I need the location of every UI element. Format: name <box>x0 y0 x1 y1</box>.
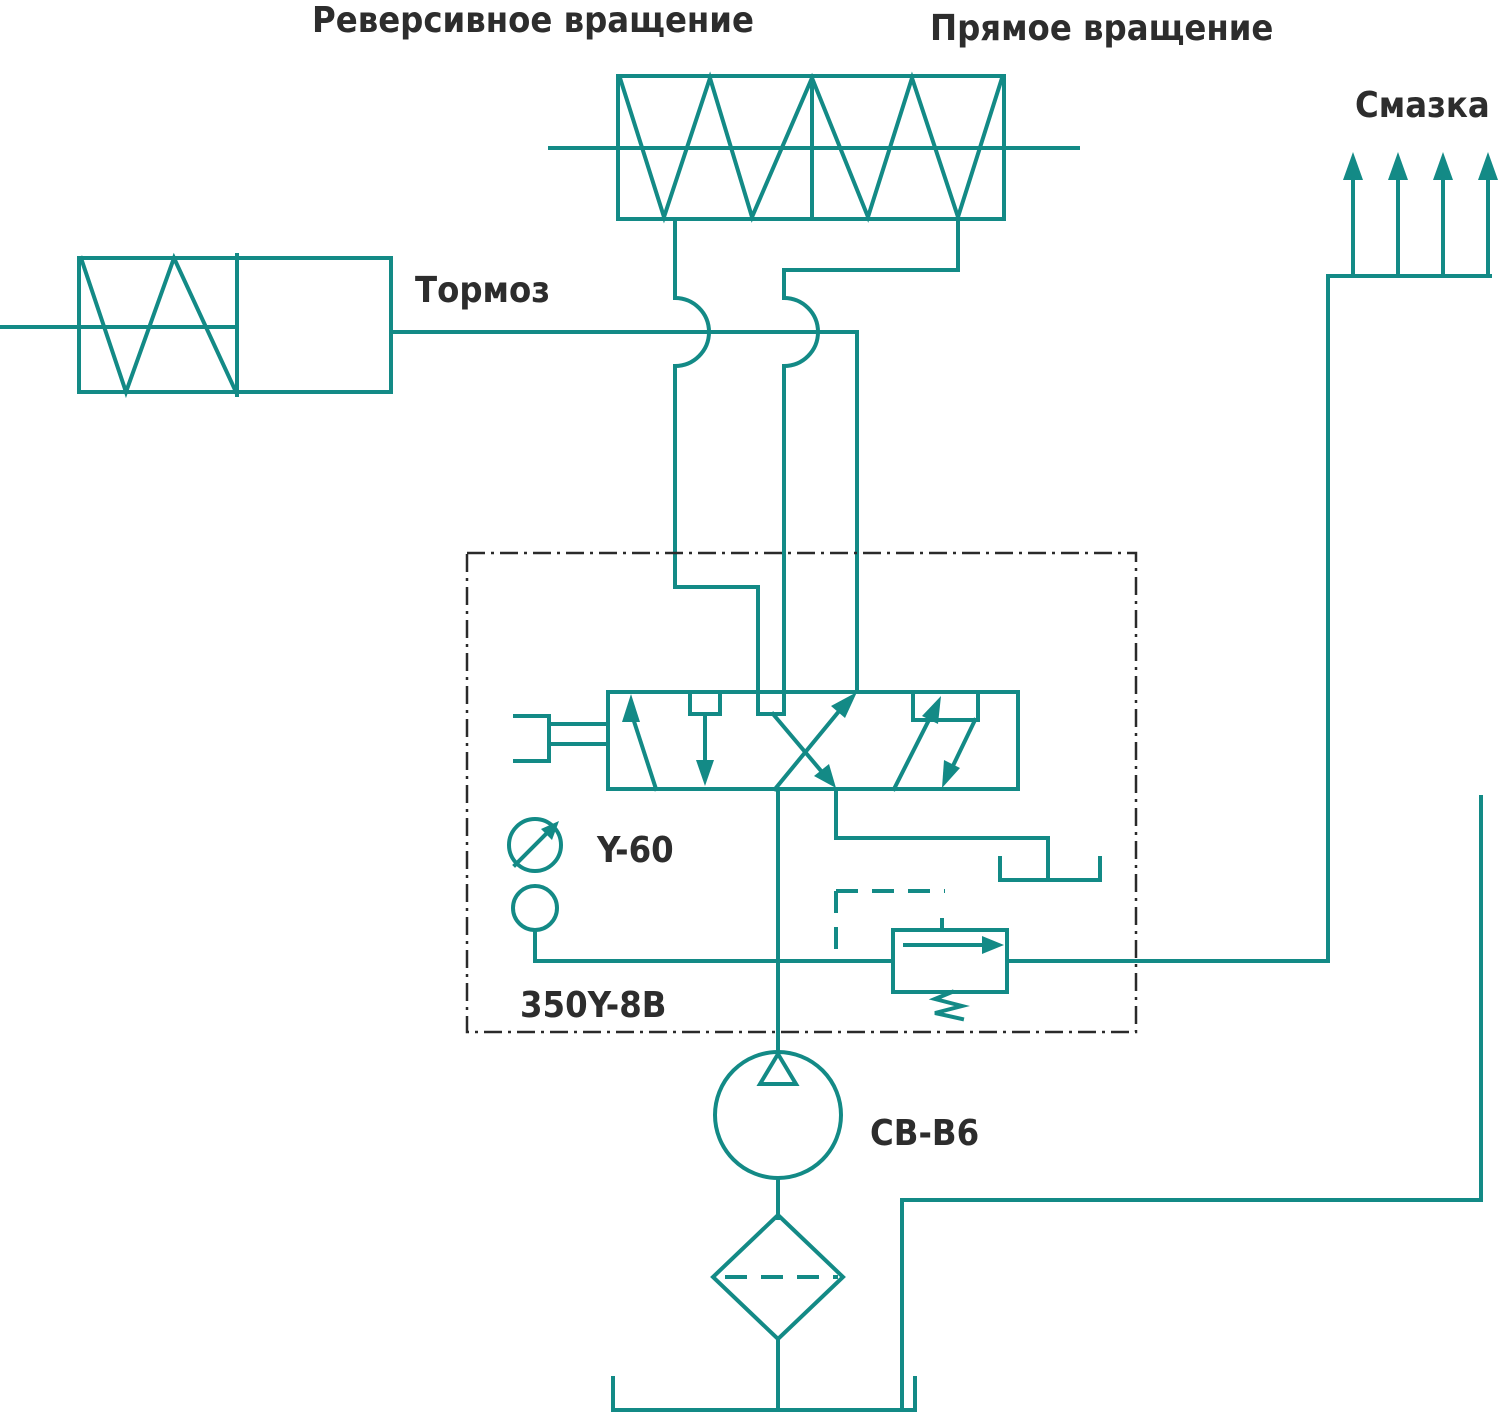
forward-line <box>781 217 960 716</box>
valve-return-line <box>834 787 1102 882</box>
lubrication-label: Смазка <box>1355 85 1490 126</box>
lubrication-line <box>1005 152 1498 963</box>
pump-symbol <box>713 1050 843 1220</box>
brake-line <box>389 330 859 694</box>
valve-block-frame <box>465 551 1138 1034</box>
brake-label: Тормоз <box>415 270 550 311</box>
reverse-rotation-label: Реверсивное вращение <box>312 0 754 41</box>
forward-rotation-label: Прямое вращение <box>930 8 1273 49</box>
pump-label: CB-B6 <box>870 1113 979 1154</box>
clutch-symbol <box>548 71 1080 224</box>
reverse-line <box>662 217 760 716</box>
directional-valve <box>513 690 1020 792</box>
filter-symbol <box>710 1212 846 1412</box>
valve-block-label: 350Y-8B <box>520 985 666 1026</box>
relief-valve <box>834 889 1009 1022</box>
tank-symbol <box>611 795 1483 1412</box>
brake-symbol <box>0 252 393 399</box>
pressure-gauge <box>507 817 895 963</box>
gauge-label: Y-60 <box>596 830 674 871</box>
